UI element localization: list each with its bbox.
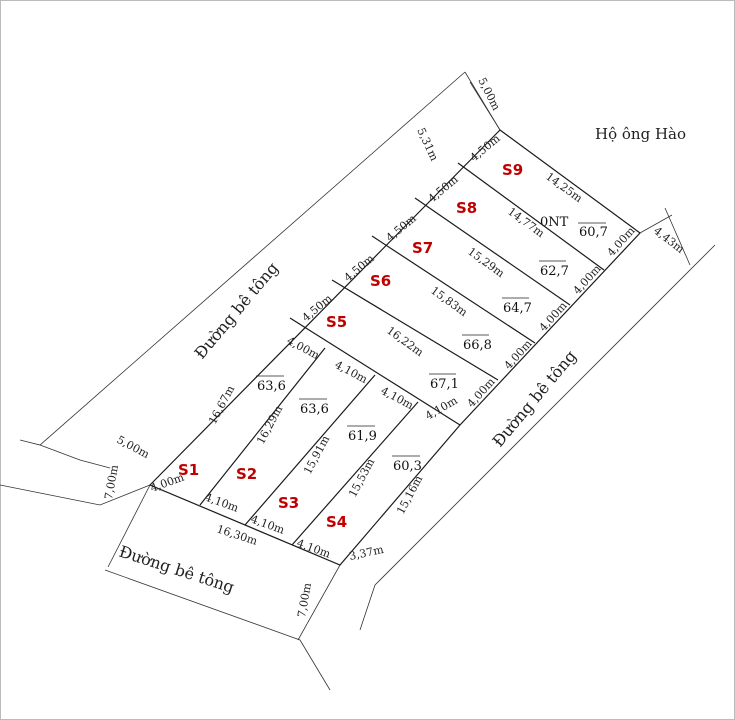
dim-s5-back: 4,00m bbox=[465, 375, 498, 410]
dim-line-bottom-left bbox=[107, 484, 151, 568]
dim-s4-top: 4,10m bbox=[423, 394, 460, 423]
dim-s7-depth: 15,29m bbox=[465, 245, 507, 280]
dim-s5-depth: 16,22m bbox=[384, 324, 426, 359]
area-s9: 60,7 bbox=[578, 222, 608, 240]
lot-label-s5: S5 bbox=[326, 313, 347, 331]
dim-s3-top: 4,10m bbox=[379, 384, 416, 412]
road-label-bottom: Đường bê tông bbox=[117, 542, 237, 597]
divider-s9-s8 bbox=[457, 162, 605, 271]
dim-line-top bbox=[469, 81, 501, 131]
area-value-s9: 60,7 bbox=[579, 225, 608, 240]
area-s1: 63,6 bbox=[256, 375, 286, 394]
dim-bottom-road-width-left: 7,00m bbox=[102, 463, 121, 500]
bottom-road-lower-edge bbox=[104, 569, 331, 691]
lot-label-s9: S9 bbox=[502, 161, 523, 179]
neighbor-owner-label: Hộ ông Hào bbox=[595, 125, 686, 143]
top-left-road-edge bbox=[19, 71, 466, 446]
right-road-top-edge bbox=[664, 207, 691, 266]
lot-label-s7: S7 bbox=[412, 239, 433, 257]
dim-s1-bottom: 4,00m bbox=[149, 470, 187, 494]
area-value-s2: 63,6 bbox=[300, 402, 329, 417]
area-value-s3: 61,9 bbox=[348, 429, 377, 444]
divider-s3-s4 bbox=[291, 401, 419, 546]
dim-s9-front: 4,50m bbox=[468, 132, 504, 165]
dim-bottom-road-width-right: 7,00m bbox=[295, 581, 314, 618]
dim-s2-bottom: 4,10m bbox=[203, 491, 241, 515]
lot-label-s1: S1 bbox=[178, 461, 199, 479]
dim-s1-top: 4,00m bbox=[285, 334, 322, 362]
dim-s4-right: 15,16m bbox=[394, 473, 425, 517]
dim-s2-top: 4,10m bbox=[333, 358, 370, 386]
divider-s2-s3 bbox=[244, 374, 376, 526]
divider-s6-s5 bbox=[331, 279, 499, 381]
area-value-s5: 67,1 bbox=[430, 377, 459, 392]
lot-label-s3: S3 bbox=[278, 494, 299, 512]
parcel-outline bbox=[148, 129, 641, 566]
dim-s1-side: 16,30m bbox=[215, 522, 259, 547]
area-s6: 66,8 bbox=[462, 334, 492, 353]
lot-label-s6: S6 bbox=[370, 272, 391, 290]
bottom-road-outer-edge bbox=[0, 484, 151, 506]
dim-s4-bottom: 4,10m bbox=[295, 537, 333, 561]
divider-s7-s6 bbox=[371, 235, 536, 344]
dim-s7-back: 4,00m bbox=[537, 299, 570, 334]
dim-s1-depth: 16,67m bbox=[206, 383, 237, 427]
area-value-s8: 62,7 bbox=[540, 264, 569, 279]
dim-right-road-width: 4,43m bbox=[651, 224, 687, 256]
dim-left-road-width-bottom: 5,00m bbox=[115, 433, 152, 461]
dim-corner-cut: 3,37m bbox=[348, 543, 385, 563]
area-s4: 60,3 bbox=[392, 455, 422, 474]
area-s2: 63,6 bbox=[299, 398, 329, 417]
dim-s6-depth: 15,83m bbox=[428, 284, 470, 319]
area-s8: 62,7 bbox=[539, 260, 569, 279]
area-s7: 64,7 bbox=[502, 297, 532, 316]
dim-s6-back: 4,00m bbox=[502, 337, 535, 372]
area-value-s4: 60,3 bbox=[393, 459, 422, 474]
dim-line-bottom-right bbox=[297, 564, 341, 641]
dim-line-right bbox=[639, 214, 673, 234]
left-road-outer-edge bbox=[39, 444, 111, 469]
road-label-left: Đường bê tông bbox=[191, 259, 283, 363]
area-value-s1: 63,6 bbox=[257, 379, 286, 394]
lot-label-s4: S4 bbox=[326, 513, 347, 531]
area-value-s6: 66,8 bbox=[463, 338, 492, 353]
dim-top-road-width: 5,00m bbox=[475, 75, 503, 113]
dim-s2-depth: 16,29m bbox=[254, 403, 285, 447]
divider-s1-s2 bbox=[199, 347, 326, 506]
land-use-code: 0NT bbox=[540, 215, 569, 230]
right-road-outer-edge bbox=[359, 244, 716, 631]
divider-s5-lower bbox=[289, 317, 461, 426]
lot-label-s8: S8 bbox=[456, 199, 477, 217]
area-s3: 61,9 bbox=[347, 425, 377, 444]
area-value-s7: 64,7 bbox=[503, 301, 532, 316]
dim-s8-back: 4,00m bbox=[571, 262, 604, 297]
lot-label-s2: S2 bbox=[236, 465, 257, 483]
area-s5: 67,1 bbox=[429, 373, 459, 392]
dim-left-road-length: 5,31m bbox=[414, 126, 441, 164]
divider-s8-s7 bbox=[414, 197, 571, 306]
